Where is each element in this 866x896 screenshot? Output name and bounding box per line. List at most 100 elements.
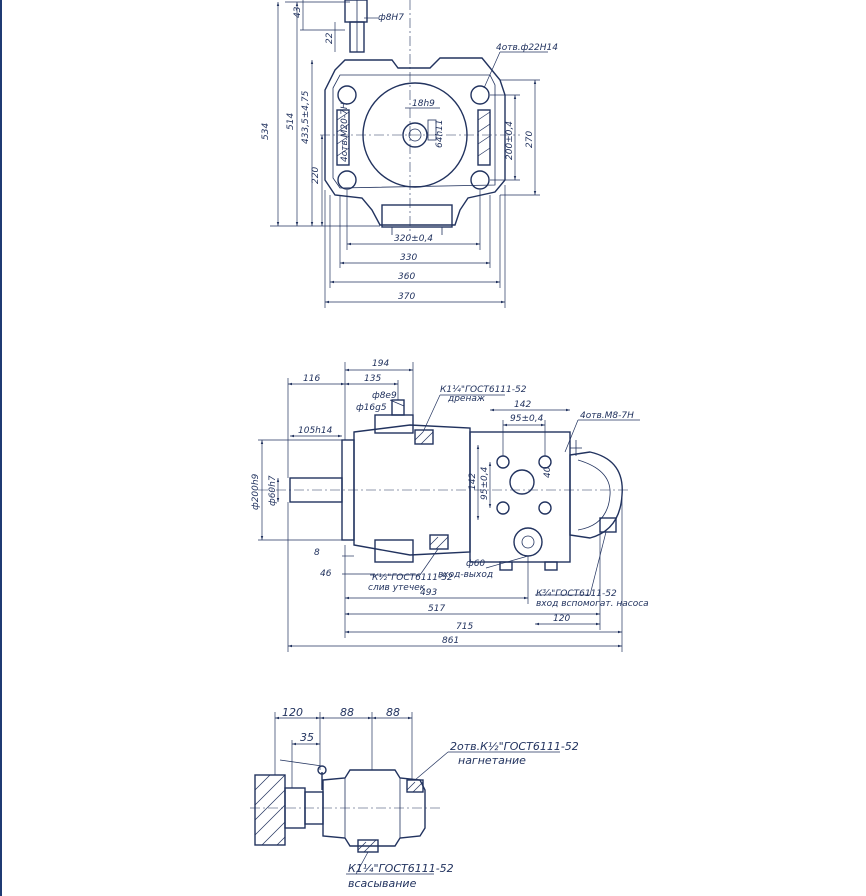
label-120: 120 — [553, 614, 570, 624]
label-holes: 4отв.ф22Н14 — [496, 43, 558, 53]
label-22: 22 — [325, 32, 335, 44]
aux-pump-inner — [577, 459, 611, 531]
top-pin — [391, 399, 405, 416]
label-b120: 120 — [282, 706, 303, 719]
label-433: 433,5±4,75 — [301, 90, 311, 144]
aux-pump-cover — [569, 451, 623, 539]
leak-port — [429, 534, 449, 550]
pin-boss — [344, 0, 368, 23]
label-135: 135 — [364, 374, 381, 384]
block-bolt-2 — [538, 455, 552, 469]
label-drain: дренаж — [447, 394, 486, 404]
left-frame-border — [0, 0, 2, 896]
side-slot-right — [477, 109, 491, 166]
mount-hole-bl — [337, 170, 357, 190]
label-aux: вход вспомогат. насоса — [536, 599, 649, 609]
label-suct: К1¼"ГОСТ6111-52 — [348, 862, 454, 875]
shaft-bore — [402, 122, 428, 148]
label-320: 320±0,4 — [394, 234, 433, 244]
label-95: 95±0,4 — [510, 414, 544, 424]
label-suct-text: всасывание — [348, 877, 417, 890]
leader-inout — [485, 555, 529, 569]
pump-body-plan — [322, 769, 426, 847]
label-534: 534 — [261, 123, 271, 140]
label-493: 493 — [420, 588, 437, 598]
drain-hatch — [414, 431, 434, 445]
leader-m8 — [564, 419, 579, 453]
label-16g5: ф16g5 — [356, 403, 387, 413]
label-18h9: 18h9 — [412, 99, 435, 109]
label-4m8: 4отв.М8-7Н — [580, 411, 634, 421]
view-bottom: 120 88 88 35 2отв.К½"ГОСТ6111-52 нагнета… — [250, 706, 579, 890]
label-200: 200±0,4 — [505, 121, 515, 160]
mount-hole-tr — [470, 85, 490, 105]
label-46: 46 — [320, 569, 332, 579]
block-bolt-3 — [496, 501, 510, 515]
leak-hatch — [429, 536, 449, 550]
pump-body-outline — [324, 57, 506, 226]
flange-inner — [332, 74, 496, 189]
label-8: 8 — [314, 548, 320, 558]
block-bolt-4 — [538, 501, 552, 515]
label-press-text: нагнетание — [458, 754, 526, 767]
label-116: 116 — [303, 374, 320, 384]
block-bolt-1 — [496, 455, 510, 469]
label-861: 861 — [442, 636, 459, 646]
suction-hatch — [357, 839, 377, 853]
label-200h9: ф200h9 — [251, 473, 261, 510]
label-60h7: ф60h7 — [268, 475, 278, 506]
label-142v: 142 — [468, 473, 478, 490]
label-40: 40 — [543, 466, 553, 478]
label-b88b: 88 — [386, 706, 400, 719]
label-43: 43 — [293, 6, 303, 18]
port-main — [509, 469, 535, 495]
hatching-slots — [336, 111, 491, 157]
label-k34: К¾"ГОСТ6111-52 — [536, 589, 617, 599]
label-b88a: 88 — [340, 706, 354, 719]
label-194: 194 — [372, 359, 389, 369]
label-60: ф60 — [466, 559, 485, 569]
aux-port — [599, 517, 617, 533]
shaft-end — [408, 128, 422, 142]
leader-leak — [419, 548, 439, 576]
label-pin: ф8Н7 — [378, 13, 404, 23]
label-514: 514 — [286, 113, 296, 130]
leader-aux — [589, 531, 607, 596]
label-370: 370 — [398, 292, 415, 302]
label-k12: К½"ГОСТ6111-52 — [372, 573, 453, 583]
bottom-boss — [374, 539, 414, 563]
label-b35: 35 — [300, 731, 314, 744]
key-slot — [427, 119, 437, 141]
label-330: 330 — [400, 253, 417, 263]
port-inout-inner — [521, 535, 535, 549]
label-8e9: ф8е9 — [372, 391, 397, 401]
label-bolts: 4отв.М20-7Н — [340, 102, 350, 162]
view-top: ф8Н7 43 22 4отв.ф22Н14 534 514 433,5±4,7… — [261, 0, 558, 308]
wall-hatch — [254, 774, 286, 846]
mount-hole-tl — [337, 85, 357, 105]
label-715: 715 — [456, 622, 473, 632]
label-k14: К1¼"ГОСТ6111-52 — [440, 385, 527, 395]
leader-press — [414, 751, 449, 781]
press-hatch — [406, 781, 424, 793]
label-142: 142 — [514, 400, 531, 410]
label-360: 360 — [398, 272, 415, 282]
leader-holes — [483, 51, 501, 89]
label-inout: вход-выход — [438, 570, 493, 580]
side-slot-left — [336, 109, 350, 166]
foot-2 — [544, 561, 558, 571]
port-inout — [513, 527, 543, 557]
label-270: 270 — [525, 131, 535, 148]
label-517: 517 — [428, 604, 445, 614]
label-leak: слив утечек — [368, 583, 426, 593]
label-64h11: 64h11 — [435, 119, 445, 148]
label-220: 220 — [311, 167, 321, 184]
mount-hole-br — [470, 170, 490, 190]
label-press: 2отв.К½"ГОСТ6111-52 — [450, 740, 579, 753]
label-105: 105h14 — [298, 426, 333, 436]
top-boss — [374, 414, 414, 434]
leader-suct — [355, 851, 369, 875]
view-side: 194 116 135 К1¼"ГОСТ6111-52 дренаж ф8е9 … — [251, 359, 649, 652]
